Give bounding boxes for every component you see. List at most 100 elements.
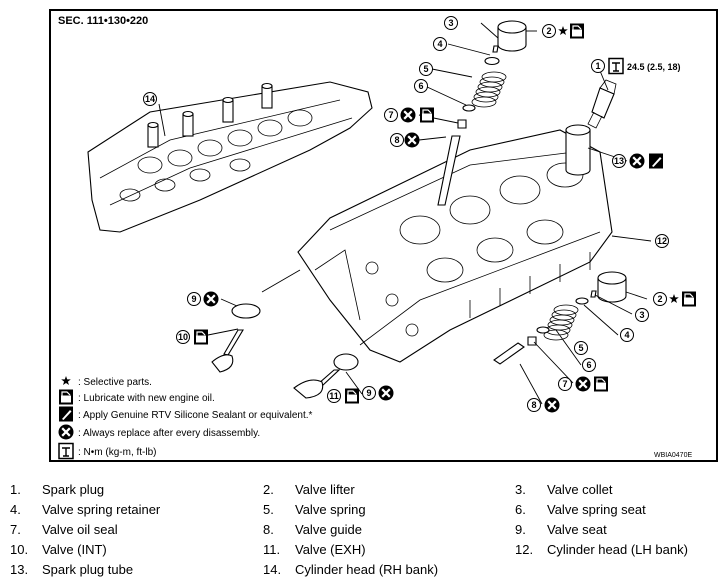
svg-text:11: 11: [329, 391, 339, 401]
torque-value: 24.5 (2.5, 18): [627, 62, 681, 72]
part-number: 2.: [263, 482, 274, 497]
part-number: 4.: [10, 502, 21, 517]
callout-3-top: 3: [444, 16, 458, 30]
part-number: 11.: [263, 542, 281, 557]
svg-text:6: 6: [418, 81, 423, 91]
torque-icon: [608, 57, 624, 75]
part-name: Valve spring seat: [547, 502, 646, 517]
star-icon: [669, 294, 679, 303]
callout-2-top: 2: [542, 22, 585, 40]
part-name: Valve spring retainer: [42, 502, 161, 517]
part-number: 13.: [10, 562, 29, 577]
valve-seat-int-drawing: [231, 303, 261, 319]
part-number: 9.: [515, 522, 526, 537]
svg-text:9: 9: [366, 388, 371, 398]
part-number: 7.: [10, 522, 21, 537]
callout-8-bottom: 8: [527, 396, 561, 414]
part-name: Valve lifter: [295, 482, 355, 497]
callout-13: 13: [612, 152, 663, 170]
part-number: 8.: [263, 522, 274, 537]
section-code: SEC. 111•130•220: [58, 15, 148, 27]
valve-seat-exh-drawing: [333, 353, 359, 371]
part-name: Cylinder head (RH bank): [295, 562, 439, 577]
callout-9-exh: 9: [362, 384, 395, 402]
svg-text:4: 4: [437, 39, 442, 49]
callout-1: 1 24.5 (2.5, 18): [591, 57, 681, 75]
cylinder-head-rh-bank-drawing: [87, 81, 373, 233]
callout-7-bottom: 7: [558, 375, 609, 393]
callout-5-bottom: 5: [574, 341, 588, 355]
oil-can-icon: [569, 22, 585, 40]
part-name: Cylinder head (LH bank): [547, 542, 688, 557]
lower-valve-train-drawing: [493, 271, 627, 365]
diagram-frame: [49, 9, 718, 462]
sealant-icon: [59, 406, 73, 422]
svg-text:6: 6: [586, 360, 591, 370]
callout-9-int: 9: [187, 290, 220, 308]
svg-text:9: 9: [191, 294, 196, 304]
svg-text:13: 13: [614, 156, 624, 166]
part-number: 12.: [515, 542, 534, 557]
svg-text:10: 10: [178, 332, 188, 342]
svg-text:2: 2: [546, 26, 551, 36]
callout-7-top: 7: [384, 106, 417, 124]
part-name: Spark plug tube: [42, 562, 134, 577]
oil-can-icon: [593, 375, 609, 393]
part-name: Valve guide: [295, 522, 362, 537]
svg-text:2: 2: [657, 294, 662, 304]
legend-replace: : Always replace after every disassembly…: [78, 428, 260, 439]
oil-can-icon: [193, 328, 209, 346]
replace-icon: [543, 396, 561, 414]
svg-text:7: 7: [562, 379, 567, 389]
replace-icon: [202, 290, 220, 308]
sealant-icon: [649, 153, 663, 169]
valve-exh-drawing: [293, 369, 341, 399]
callout-12: 12: [655, 234, 669, 248]
replace-icon: [628, 152, 646, 170]
part-name: Valve collet: [547, 482, 613, 497]
part-name: Valve seat: [547, 522, 607, 537]
legend-sealant: : Apply Genuine RTV Silicone Sealant or …: [78, 410, 313, 421]
part-name: Spark plug: [42, 482, 105, 497]
symbol-legend: : Selective parts. : Lubricate with new …: [57, 376, 313, 460]
callout-11: 11: [327, 387, 360, 405]
replace-icon: [377, 384, 395, 402]
svg-text:8: 8: [531, 400, 536, 410]
svg-text:4: 4: [624, 330, 629, 340]
star-icon: [558, 26, 568, 35]
part-number: 14.: [263, 562, 282, 577]
svg-text:12: 12: [657, 236, 667, 246]
legend-lubricate: : Lubricate with new engine oil.: [78, 393, 215, 404]
upper-valve-train-drawing: [437, 20, 527, 206]
svg-text:8: 8: [394, 135, 399, 145]
oil-can-icon: [419, 106, 435, 124]
torque-icon: [58, 442, 74, 460]
callout-14: 14: [143, 92, 157, 106]
oil-can-icon: [344, 387, 360, 405]
callout-6-bottom: 6: [582, 358, 596, 372]
svg-text:1: 1: [595, 61, 600, 71]
part-number: 1.: [10, 482, 21, 497]
part-number: 10.: [10, 542, 29, 557]
part-name: Valve oil seal: [42, 522, 118, 537]
replace-icon: [403, 131, 421, 149]
star-icon: [61, 376, 71, 385]
callout-8-top: 8: [390, 131, 421, 149]
callout-4-bottom: 4: [620, 328, 634, 342]
callout-10: 10: [176, 328, 209, 346]
part-name: Valve spring: [295, 502, 366, 517]
figure-code: WBIA0470E: [654, 452, 692, 459]
svg-text:5: 5: [578, 343, 583, 353]
valve-int-drawing: [211, 329, 244, 373]
svg-text:7: 7: [388, 110, 393, 120]
replace-icon: [57, 423, 75, 441]
svg-text:5: 5: [423, 64, 428, 74]
callout-4-top: 4: [433, 37, 447, 51]
legend-selective-parts: : Selective parts.: [78, 377, 152, 388]
svg-text:3: 3: [448, 18, 453, 28]
svg-text:14: 14: [145, 94, 155, 104]
replace-icon: [574, 375, 592, 393]
part-name: Valve (EXH): [295, 542, 366, 557]
part-number: 6.: [515, 502, 526, 517]
